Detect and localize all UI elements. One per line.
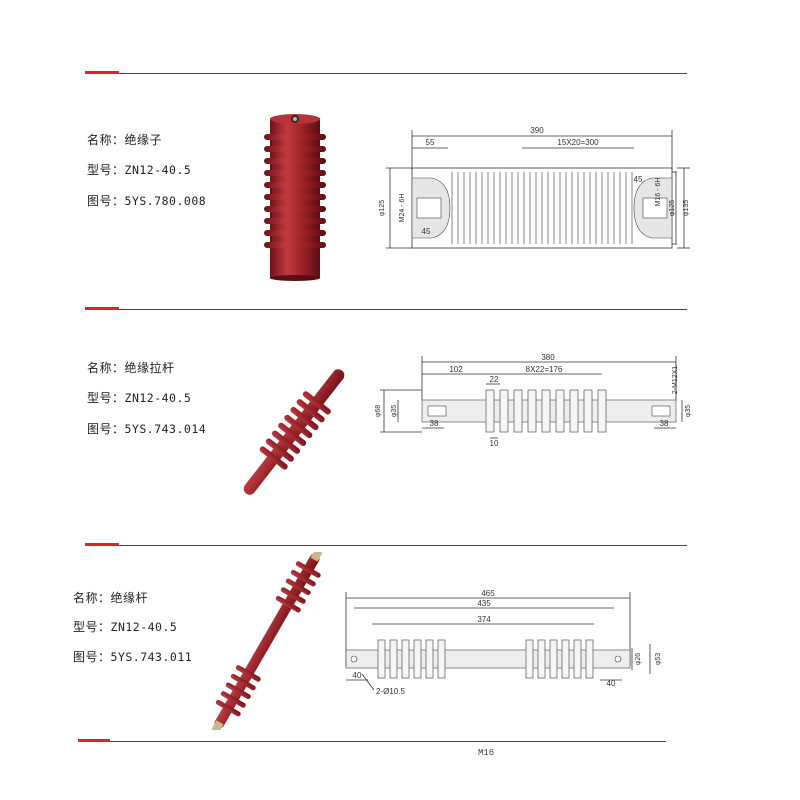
product-drawing-no: 5YS.743.011 <box>110 650 193 664</box>
insulating-rod-photo <box>211 552 323 730</box>
dim-dia-right: φ35 <box>685 405 692 417</box>
dim-dia-left: φ125 <box>379 200 386 216</box>
bottom-accent-bar <box>78 739 110 742</box>
model-label: 型号： <box>73 620 111 634</box>
product-name: 绝缘拉杆 <box>124 361 175 375</box>
name-label: 名称： <box>87 133 125 147</box>
dim-dia-right-inner: φ125 <box>669 200 676 216</box>
section-1-accent-bar <box>85 71 119 74</box>
dim-inner: 374 <box>477 615 491 624</box>
model-label: 型号： <box>87 163 125 177</box>
dim-total: 465 <box>481 589 495 598</box>
dim-shed-pitch: 22 <box>490 375 499 384</box>
dim-holes: 2-Ø10.5 <box>376 687 405 696</box>
dim-mid: 435 <box>477 599 491 608</box>
dim-sheds: 8X22=176 <box>526 365 563 374</box>
drawing-label: 图号： <box>73 650 111 664</box>
product-model: ZN12-40.5 <box>124 163 192 177</box>
drawing-label: 图号： <box>87 422 125 436</box>
dim-dia-inner: φ35 <box>391 405 398 417</box>
dim-right-depth: 45 <box>634 175 643 184</box>
insulator-drawing: 390 55 15X20=300 M24 - 6H φ125 45 45 M16… <box>379 126 690 249</box>
dim-pitch: 15X20=300 <box>557 138 599 147</box>
dim-total: 380 <box>541 353 555 362</box>
dim-total: 390 <box>530 126 544 135</box>
dim-right-depth: 38 <box>660 419 669 428</box>
product-model: ZN12-40.5 <box>124 391 192 405</box>
insulating-pull-rod-drawing: 380 102 8X22=176 22 10 2-M12X1 φ68 φ35 φ… <box>375 353 692 448</box>
model-label: 型号： <box>87 391 125 405</box>
bottom-rule <box>78 741 666 742</box>
insulating-pull-rod-photo <box>243 369 345 495</box>
product-name: 绝缘子 <box>124 133 163 147</box>
name-label: 名称： <box>73 591 111 605</box>
product-model: ZN12-40.5 <box>110 620 178 634</box>
dim-dia-b: φ53 <box>655 653 662 665</box>
section-2-accent-bar <box>85 307 119 310</box>
name-label: 名称： <box>87 361 125 375</box>
product-drawing-no: 5YS.743.014 <box>124 422 207 436</box>
dim-right-thread: M16 - 6H <box>655 178 662 207</box>
insulator-photo <box>264 114 326 281</box>
dim-thread: 2-M12X1 <box>672 366 679 395</box>
dim-end: 102 <box>449 365 463 374</box>
product-name: 绝缘杆 <box>110 591 149 605</box>
dim-dia-right-outer: φ135 <box>683 200 690 216</box>
dim-right-end: 40 <box>607 679 616 688</box>
dim-left-thread: M24 - 6H <box>399 194 406 223</box>
footer-fragment: M16 <box>478 748 495 758</box>
section-2-top-rule <box>85 309 687 310</box>
dim-shed-thick: 10 <box>490 439 499 448</box>
dim-left-end: 40 <box>353 671 362 680</box>
product-drawing-no: 5YS.780.008 <box>124 194 207 208</box>
drawing-label: 图号： <box>87 194 125 208</box>
section-1-top-rule <box>85 73 687 74</box>
dim-dia-a: φ26 <box>635 653 642 665</box>
insulating-rod-drawing: 465 435 374 40 40 2-Ø10.5 φ26 φ53 <box>345 589 662 696</box>
dim-left-depth: 38 <box>430 419 439 428</box>
dim-end: 55 <box>426 138 435 147</box>
section-3-accent-bar <box>85 543 119 546</box>
section-3-top-rule <box>85 545 687 546</box>
dim-left-depth: 45 <box>422 227 431 236</box>
dim-dia-outer: φ68 <box>375 405 382 417</box>
